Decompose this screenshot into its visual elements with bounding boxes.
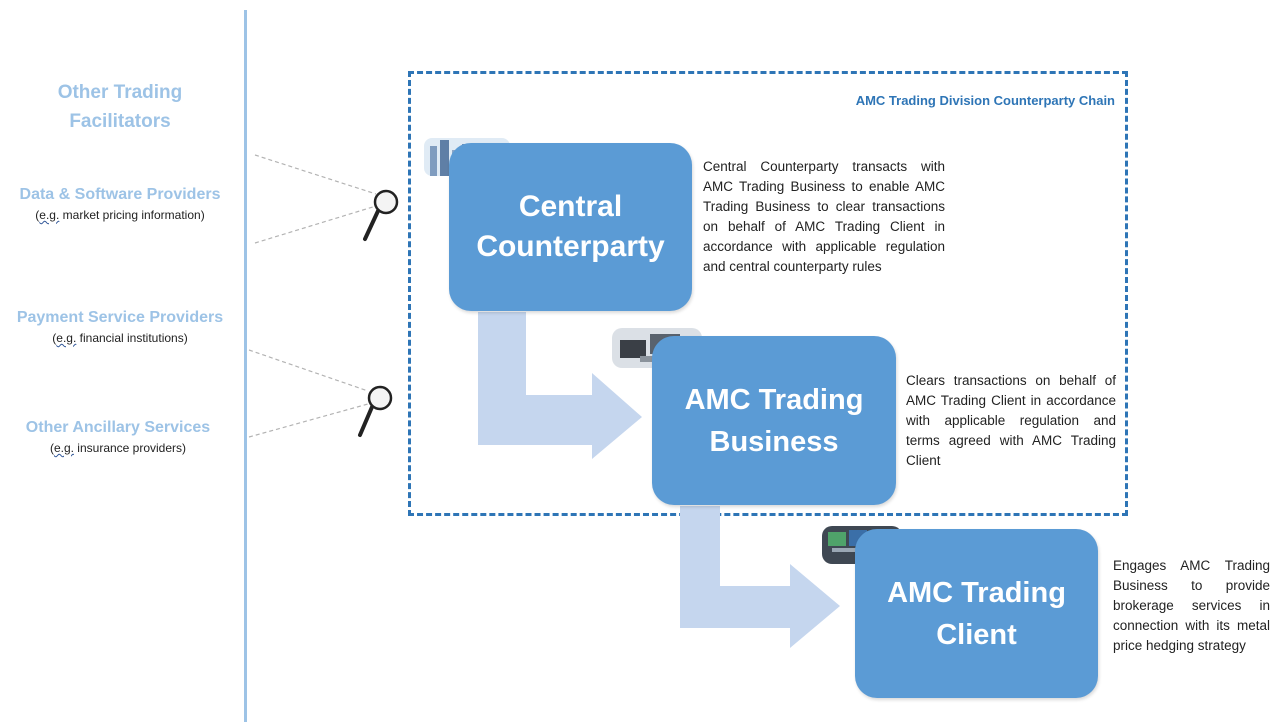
magnifier-icon xyxy=(358,385,393,437)
sidebar-divider xyxy=(244,10,247,722)
connector-line xyxy=(248,403,369,438)
chain-title: AMC Trading Division Counterparty Chain xyxy=(855,93,1115,108)
group-heading-data-software: Data & Software Providers xyxy=(19,186,221,203)
connector-line xyxy=(254,205,377,244)
group-heading-ancillary: Other Ancillary Services xyxy=(25,419,211,436)
group-heading-payment: Payment Service Providers xyxy=(16,309,224,326)
description-amc-trading-client: Engages AMC Trading Business to provide … xyxy=(1113,558,1270,653)
flow-arrow xyxy=(680,506,840,648)
connector-line xyxy=(254,154,377,195)
description-central-counterparty: Central Counterparty transacts with AMC … xyxy=(703,159,945,274)
connector-line xyxy=(248,349,369,392)
flow-arrow xyxy=(478,312,642,459)
description-amc-trading-business: Clears transactions on behalf of AMC Tra… xyxy=(906,373,1116,468)
group-sub-ancillary: (e.g. insurance providers) xyxy=(49,441,187,455)
counterparty-chain-boundary xyxy=(408,71,1128,516)
sidebar-title: Other Trading Facilitators xyxy=(57,82,183,132)
magnifier-icon xyxy=(363,189,399,241)
group-sub-payment: (e.g. financial institutions) xyxy=(52,331,188,345)
group-sub-data-software: (e.g. market pricing information) xyxy=(35,208,205,222)
